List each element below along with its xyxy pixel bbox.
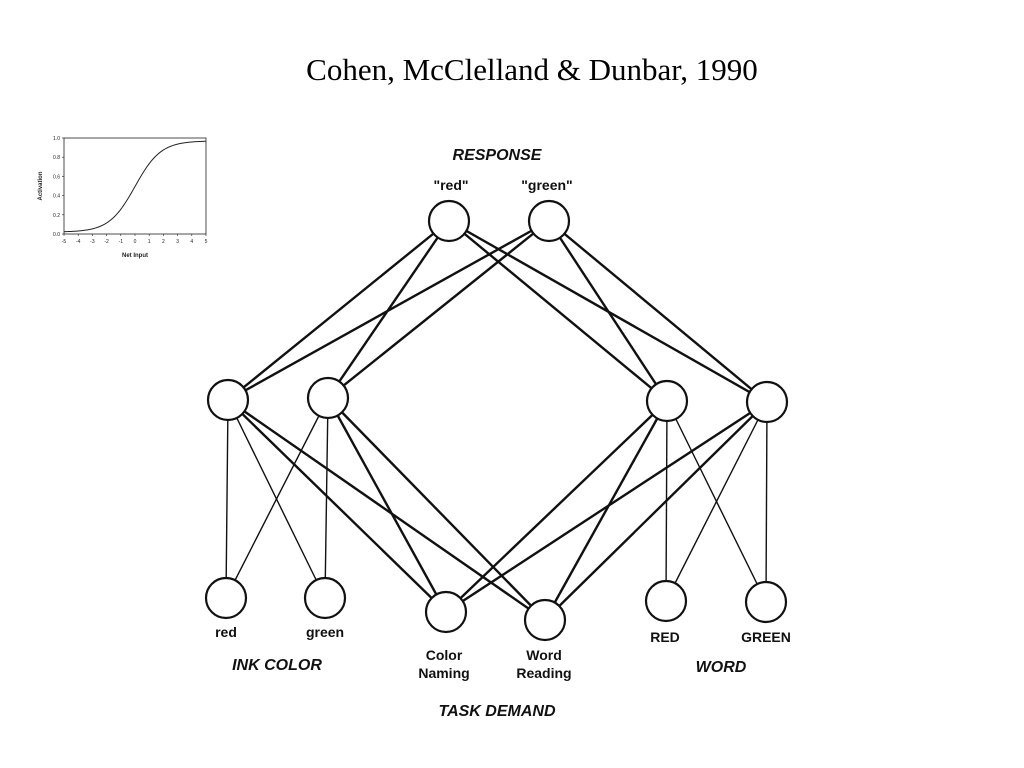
sigmoid-y-tick-label: 0.4	[53, 194, 60, 200]
connection-hidden-word-1-to-color-naming	[445, 400, 668, 613]
word-green-label: GREEN	[741, 629, 791, 645]
sigmoid-y-ticks: 0.0 0.2 0.4 0.6 0.8 1.0	[53, 136, 64, 238]
sigmoid-y-tick-label: 0.0	[53, 232, 60, 238]
hidden-word-1-node	[645, 379, 689, 423]
sigmoid-y-label: Activation	[38, 171, 44, 200]
hidden-word-2-node	[745, 380, 789, 424]
sigmoid-x-tick-label: -5	[62, 239, 67, 245]
sigmoid-y-tick-label: 0.6	[53, 174, 60, 180]
word-green-node	[744, 580, 788, 624]
connection-hidden-ink-1-to-word-reading	[227, 399, 546, 621]
response-green-label: "green"	[521, 177, 572, 193]
color-naming-node	[424, 590, 468, 634]
sigmoid-x-tick-label: 4	[190, 239, 193, 245]
response-red-label: "red"	[433, 177, 468, 193]
ink-green-label: green	[306, 624, 344, 640]
sigmoid-x-tick-label: -3	[90, 239, 95, 245]
connection-hidden-word-2-to-word-reading	[544, 401, 768, 621]
connection-hidden-ink-1-to-color-naming	[227, 399, 447, 613]
sigmoid-x-label: Net Input	[122, 253, 148, 259]
network-nodes	[204, 199, 789, 642]
connection-hidden-word-1-to-word-red	[665, 400, 668, 602]
sigmoid-x-tick-label: -1	[119, 239, 124, 245]
connection-hidden-ink-2-to-ink-green	[324, 397, 329, 599]
word-red-node	[644, 579, 688, 623]
response-group-label: RESPONSE	[453, 147, 543, 164]
connection-hidden-ink-2-to-word-reading	[327, 397, 546, 621]
connection-response-green-to-hidden-ink-2	[327, 220, 550, 399]
connection-response-green-to-hidden-ink-1	[227, 219, 550, 402]
hidden-ink-2-node	[306, 376, 350, 420]
color-naming-label-line2: Naming	[418, 665, 469, 681]
word-red-label: RED	[650, 629, 680, 645]
sigmoid-y-tick-label: 0.8	[53, 155, 60, 161]
connection-response-green-to-hidden-word-1	[547, 220, 669, 402]
connection-response-red-to-hidden-word-1	[448, 220, 668, 402]
word-group-label: WORD	[696, 659, 747, 676]
sigmoid-x-tick-label: 1	[148, 239, 151, 245]
slide-title: Cohen, McClelland & Dunbar, 1990	[306, 52, 758, 87]
connection-hidden-word-1-to-word-reading	[543, 400, 669, 621]
task-demand-group-label: TASK DEMAND	[438, 703, 555, 720]
ink-red-node	[204, 576, 248, 620]
ink-color-group-label: INK COLOR	[232, 657, 322, 674]
ink-green-node	[303, 576, 347, 620]
connection-hidden-ink-1-to-ink-red	[225, 399, 229, 599]
color-naming-label-line1: Color	[426, 647, 463, 663]
ink-red-label: red	[215, 624, 237, 640]
sigmoid-x-tick-label: 3	[176, 239, 179, 245]
connection-hidden-ink-2-to-color-naming	[326, 397, 448, 613]
connection-response-red-to-hidden-ink-1	[227, 220, 450, 401]
connection-response-green-to-hidden-word-2	[548, 220, 768, 403]
connection-hidden-word-2-to-word-green	[765, 401, 768, 603]
connection-lines	[225, 219, 768, 621]
connection-hidden-ink-2-to-ink-red	[225, 397, 329, 599]
sigmoid-chart: 0.0 0.2 0.4 0.6 0.8 1.0 -5 -4 -3 -2 -1 0 1 2 3 4 5 Net …	[38, 136, 208, 259]
connection-hidden-word-2-to-color-naming	[445, 400, 768, 614]
sigmoid-x-tick-label: 5	[205, 239, 208, 245]
word-reading-label-line2: Reading	[516, 665, 571, 681]
sigmoid-x-tick-label: 0	[134, 239, 137, 245]
sigmoid-y-tick-label: 1.0	[53, 136, 60, 142]
sigmoid-curve	[63, 140, 207, 233]
sigmoid-x-tick-label: -4	[76, 239, 81, 245]
word-reading-node	[523, 598, 567, 642]
word-reading-label-line1: Word	[526, 647, 562, 663]
sigmoid-x-tick-label: -2	[104, 239, 109, 245]
hidden-ink-1-node	[206, 378, 250, 422]
connection-hidden-word-2-to-word-red	[665, 401, 768, 602]
response-green-node	[527, 199, 571, 243]
sigmoid-y-tick-label: 0.2	[53, 213, 60, 219]
sigmoid-x-ticks: -5 -4 -3 -2 -1 0 1 2 3 4 5	[62, 234, 208, 245]
sigmoid-x-tick-label: 2	[162, 239, 165, 245]
response-red-node	[427, 199, 471, 243]
